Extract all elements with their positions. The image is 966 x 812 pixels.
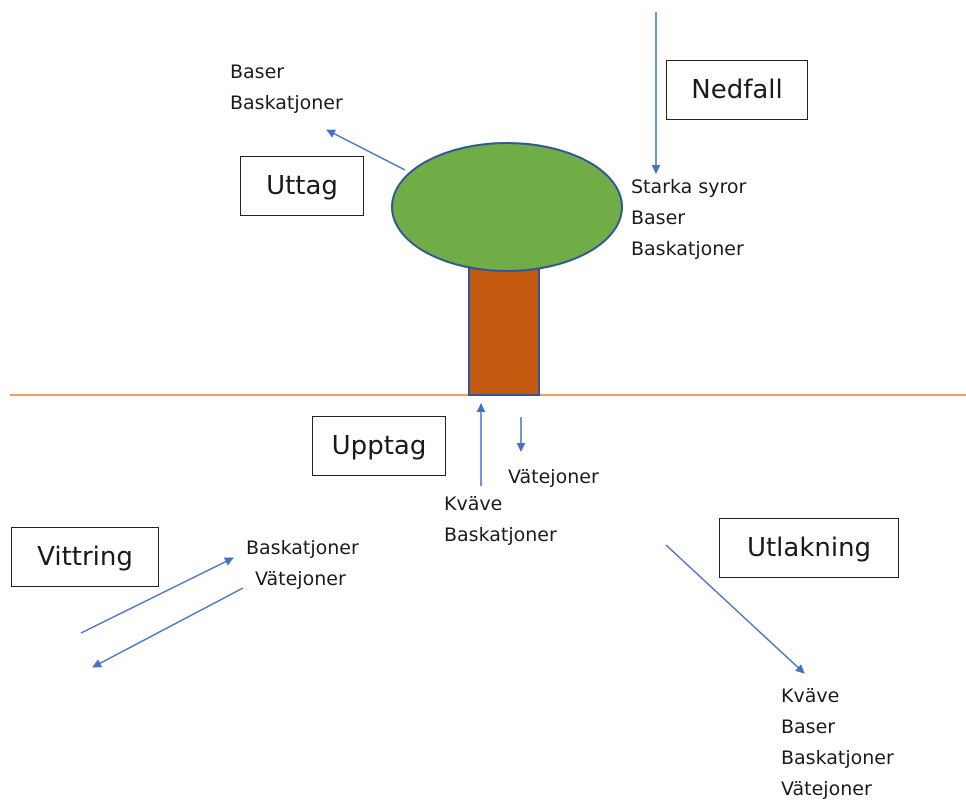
utlakning-list-item: Kväve (781, 685, 840, 707)
utlakning-list: Kväve Baser Baskatjoner Vätejoner (781, 681, 894, 805)
vittring-box: Vittring (11, 527, 159, 587)
upptag-down-label: Vätejoner (508, 462, 599, 493)
utlakning-list-item: Baser (781, 716, 836, 738)
utlakning-list-item: Baskatjoner (781, 747, 894, 769)
uttag-list: Baser Baskatjoner (230, 57, 343, 119)
vittring-list-item: Vätejoner (255, 568, 346, 590)
uttag-box: Uttag (240, 156, 364, 216)
vittring-list: Baskatjoner Vätejoner (246, 533, 359, 595)
uttag-arrow (326, 129, 406, 171)
nedfall-list-item: Baskatjoner (631, 238, 744, 260)
utlakning-box: Utlakning (719, 518, 899, 578)
utlakning-list-item: Vätejoner (781, 778, 872, 800)
vittring-list-item: Baskatjoner (246, 537, 359, 559)
upptag-up-item: Kväve (444, 493, 503, 515)
tree-crown (391, 142, 623, 272)
vittring-out-arrow (80, 557, 234, 634)
upptag-up-item: Baskatjoner (444, 524, 557, 546)
upptag-box: Upptag (312, 416, 446, 476)
upptag-down-item: Vätejoner (508, 466, 599, 488)
upptag-up-list: Kväve Baskatjoner (444, 489, 557, 551)
nedfall-box: Nedfall (666, 60, 808, 120)
vittring-in-arrow (92, 587, 244, 668)
nedfall-list: Starka syror Baser Baskatjoner (631, 172, 746, 265)
nedfall-list-item: Baser (631, 207, 686, 229)
uttag-list-item: Baskatjoner (230, 92, 343, 114)
uttag-list-item: Baser (230, 61, 285, 83)
tree-trunk (468, 267, 540, 396)
utlakning-arrow (665, 544, 805, 674)
nedfall-list-item: Starka syror (631, 176, 747, 198)
